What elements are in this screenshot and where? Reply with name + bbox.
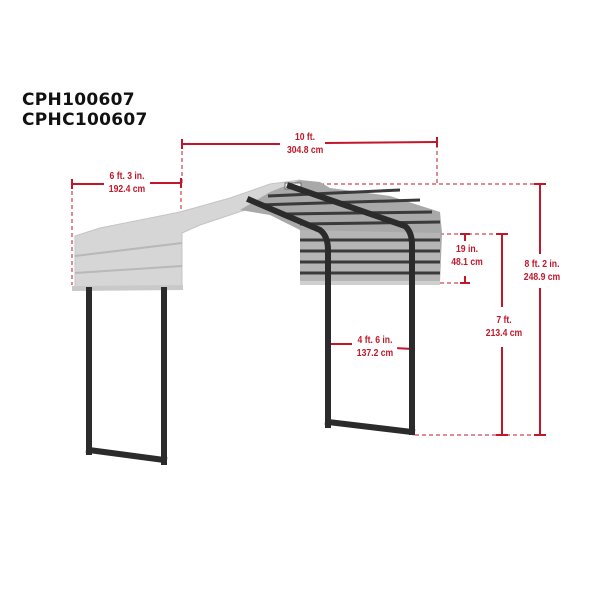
eave-height-dimension-label: 7 ft. 213.4 cm: [482, 314, 526, 340]
carport-frame: [85, 182, 416, 465]
length-dimension-label: 10 ft. 304.8 cm: [285, 131, 325, 157]
inner-width-metric: 137.2 cm: [356, 347, 394, 359]
peak-height-metric: 248.9 cm: [523, 271, 561, 283]
roof-drop-metric: 48.1 cm: [451, 256, 483, 268]
roof-drop-imperial: 19 in.: [455, 243, 479, 255]
dimension-lines: [71, 137, 546, 436]
roof-drop-dimension-label: 19 in. 48.1 cm: [448, 243, 486, 269]
roof-width-dimension-label: 6 ft. 3 in. 192.4 cm: [104, 170, 150, 196]
peak-height-dimension-label: 8 ft. 2 in. 248.9 cm: [519, 258, 565, 284]
roof-width-imperial: 6 ft. 3 in.: [109, 170, 145, 182]
eave-height-metric: 213.4 cm: [485, 327, 523, 339]
peak-height-imperial: 8 ft. 2 in.: [524, 258, 560, 270]
length-metric: 304.8 cm: [286, 144, 324, 156]
eave-height-imperial: 7 ft.: [496, 314, 512, 326]
inner-width-dimension-label: 4 ft. 6 in. 137.2 cm: [352, 334, 398, 360]
roof-width-metric: 192.4 cm: [108, 183, 146, 195]
length-imperial: 10 ft.: [294, 131, 316, 143]
inner-width-imperial: 4 ft. 6 in.: [357, 334, 393, 346]
model-numbers: CPH100607 CPHC100607: [22, 90, 148, 130]
model-number-1: CPH100607: [22, 90, 135, 110]
model-number-2: CPHC100607: [22, 110, 148, 130]
carport-roof: [72, 179, 442, 291]
